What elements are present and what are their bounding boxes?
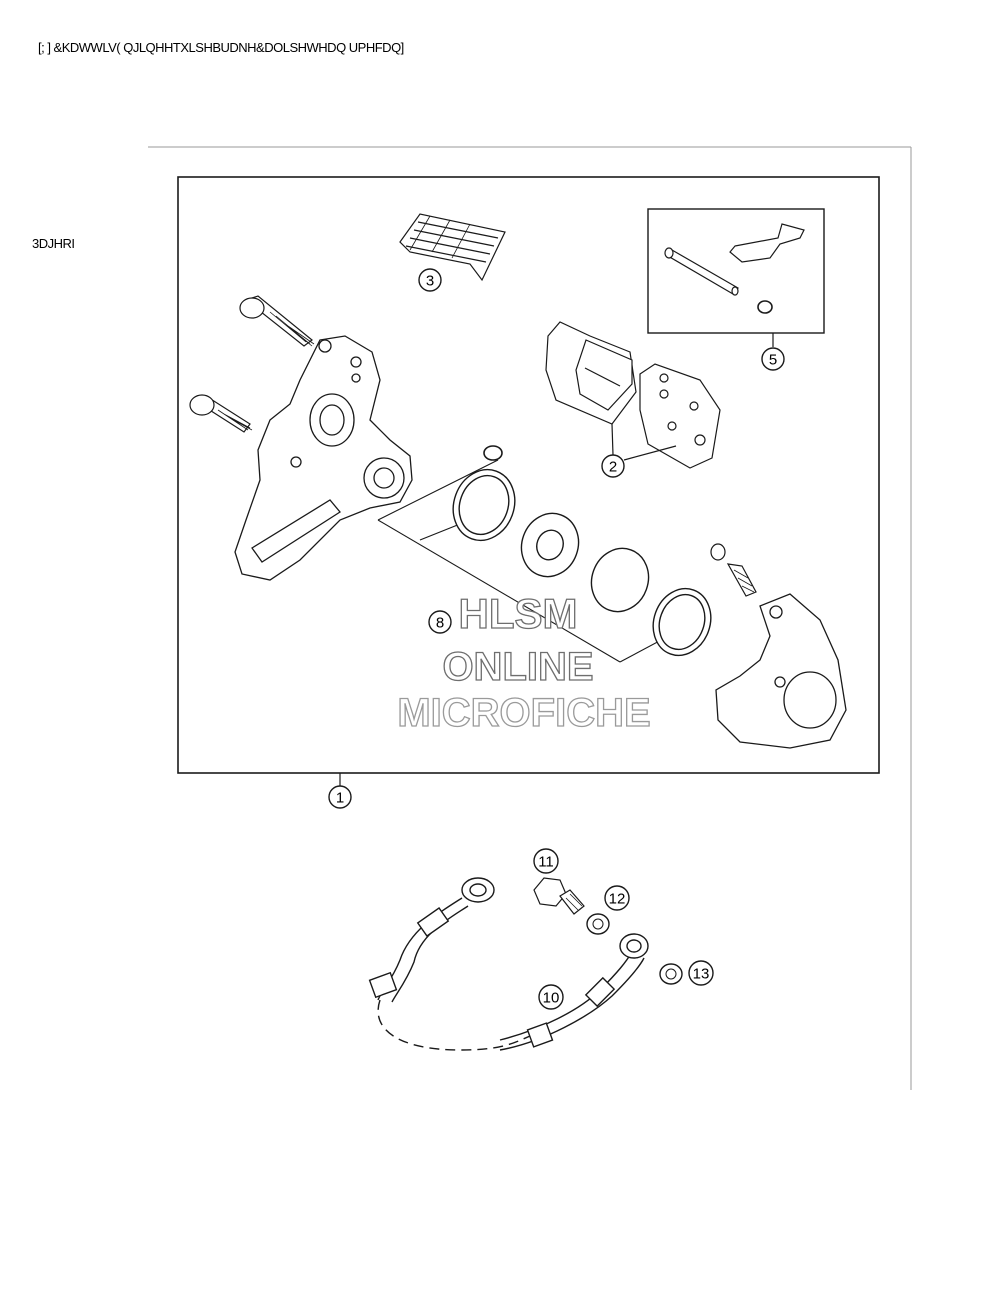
callout-3-label: 3 [426,273,434,290]
bleeder-valve [710,543,757,597]
callout-12-label: 12 [609,891,626,908]
caliper-body [715,593,847,749]
pad-shim [399,213,506,282]
caliper-assembly-frame [177,176,880,774]
pin-kit-inset [647,208,825,347]
small-o-ring [483,445,503,461]
watermark-line3: MICROFICHE [397,691,650,735]
callout-10: 10 [538,984,564,1010]
callout-1: 1 [328,785,352,809]
callout-2: 2 [601,454,625,478]
crush-washer-upper [586,913,610,935]
callout-5-label: 5 [769,352,777,369]
brake-pads [545,321,721,469]
callout-8: 8 [428,610,452,634]
callout-11: 11 [533,848,559,874]
watermark-line1: HLSM [459,590,578,637]
slide-pin [664,247,739,296]
banjo-bolt [533,877,585,915]
callout-12: 12 [604,885,630,911]
clip-ring [757,300,773,314]
page-side-label: 3DJHRI [32,236,75,251]
watermark-line2: ONLINE [442,645,593,689]
callout-11-label: 11 [538,854,554,871]
caliper-bolts [189,295,315,433]
caliper-bracket [234,335,413,581]
crush-washer-upper-hole [592,918,604,930]
callout-10-label: 10 [543,990,560,1007]
page-frame [148,146,912,1090]
pad-spring-clip [729,223,805,263]
watermark: HLSM ONLINE MICROFICHE [397,589,652,735]
page-header: [; ] &KDWWLV( QJLQHHTXLSHBUDNH&DOLSHWHDQ… [38,40,404,55]
callout-2-label: 2 [609,459,617,476]
piston-set [452,468,712,657]
callout-13-label: 13 [693,966,710,983]
crush-washer-lower [659,963,683,985]
callout-3: 3 [418,268,442,292]
callout-13: 13 [688,960,714,986]
callout-8-label: 8 [436,615,444,632]
crush-washer-lower-hole [665,968,677,980]
callout-1-label: 1 [336,790,344,807]
brake-hose [368,877,649,1051]
callout-5: 5 [761,347,785,371]
